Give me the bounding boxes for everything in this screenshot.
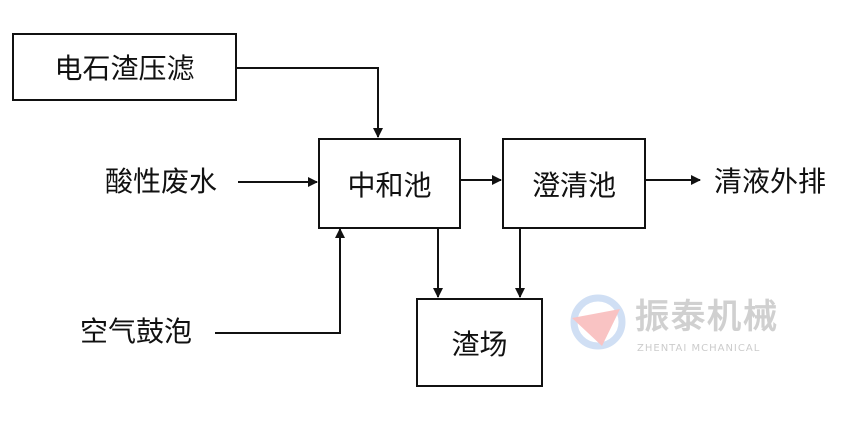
clarifier-label: 澄清池 (531, 168, 616, 202)
slag-yard-label: 渣场 (451, 327, 508, 361)
air-bubbling-label: 空气鼓泡 (80, 315, 193, 348)
discharge-label: 清液外排 (714, 165, 827, 198)
neutral-pool-box: 中和池 (318, 138, 461, 229)
filter-box: 电石渣压滤 (12, 33, 237, 101)
clarifier-box: 澄清池 (502, 138, 646, 229)
arrow-filter-to-neutral (236, 67, 383, 138)
filter-label: 电石渣压滤 (54, 52, 195, 85)
neutral-pool-label: 中和池 (347, 168, 432, 202)
watermark-subtext: ZHENTAI MCHANICAL (637, 343, 761, 354)
acid-water-label: 酸性废水 (105, 165, 218, 198)
watermark-text: 振泰机械 (635, 297, 779, 337)
slag-yard-box: 渣场 (416, 298, 543, 387)
arrow-air-to-neutral (215, 228, 345, 334)
